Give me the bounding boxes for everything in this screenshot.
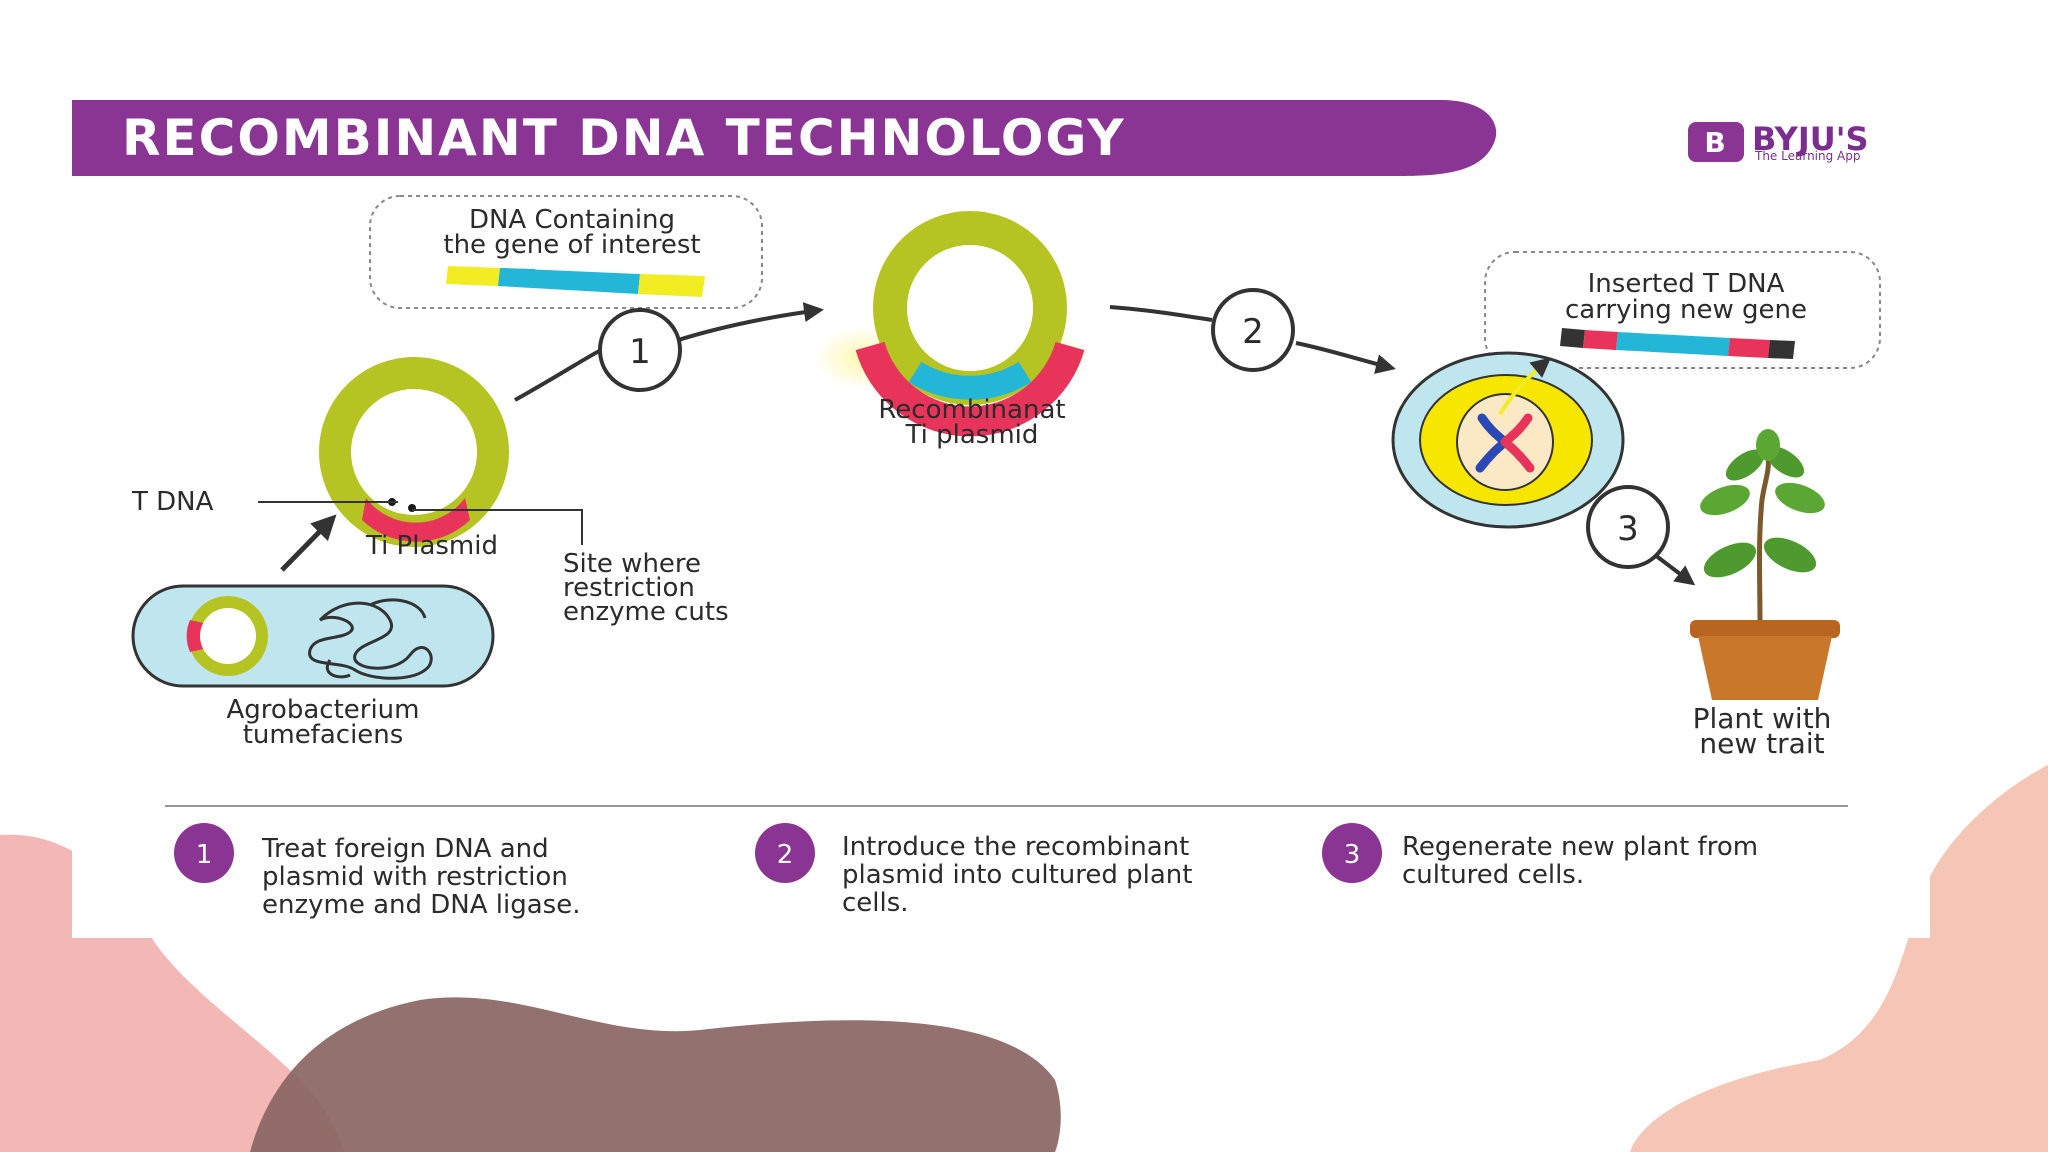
plant-cell — [1393, 353, 1623, 527]
step-marker-1-label: 1 — [629, 332, 651, 372]
step-marker-2-label: 2 — [1242, 312, 1264, 352]
svg-text:B: B — [1704, 126, 1727, 159]
legend-3-line-2: cultured cells. — [1402, 860, 1584, 890]
site-label-line-3: enzyme cuts — [563, 597, 729, 627]
page-title: RECOMBINANT DNA TECHNOLOGY — [122, 109, 1126, 167]
legend-2-line-2: plasmid into cultured plant — [842, 860, 1192, 890]
svg-text:2: 2 — [777, 840, 794, 870]
step-marker-3-label: 3 — [1617, 509, 1639, 549]
agrobacterium-cell — [133, 586, 493, 686]
svg-text:3: 3 — [1344, 840, 1361, 870]
svg-text:1: 1 — [196, 840, 213, 870]
ti-plasmid-label: Ti Plasmid — [365, 531, 498, 561]
background-blob-center — [250, 997, 1061, 1152]
brand-tagline: The Learning App — [1754, 149, 1861, 163]
gene-label-line-2: the gene of interest — [443, 230, 700, 260]
legend-1-line-1: Treat foreign DNA and — [261, 834, 549, 864]
legend-3-line-1: Regenerate new plant from — [1402, 832, 1758, 862]
agrobacterium-label-line-2: tumefaciens — [243, 720, 404, 750]
recombinant-label-line-2: Ti plasmid — [905, 420, 1039, 450]
plant-label-line-2: new trait — [1699, 727, 1824, 760]
legend-2-line-1: Introduce the recombinant — [842, 832, 1189, 862]
inserted-label-line-2: carrying new gene — [1565, 295, 1807, 325]
ti-plasmid — [319, 357, 509, 547]
byjus-logo: B BYJU'S The Learning App — [1688, 120, 1869, 163]
legend-1-line-3: enzyme and DNA ligase. — [262, 890, 581, 920]
t-dna-label: T DNA — [131, 487, 214, 517]
legend-1-line-2: plasmid with restriction — [262, 862, 568, 892]
legend-2-line-3: cells. — [842, 888, 909, 918]
